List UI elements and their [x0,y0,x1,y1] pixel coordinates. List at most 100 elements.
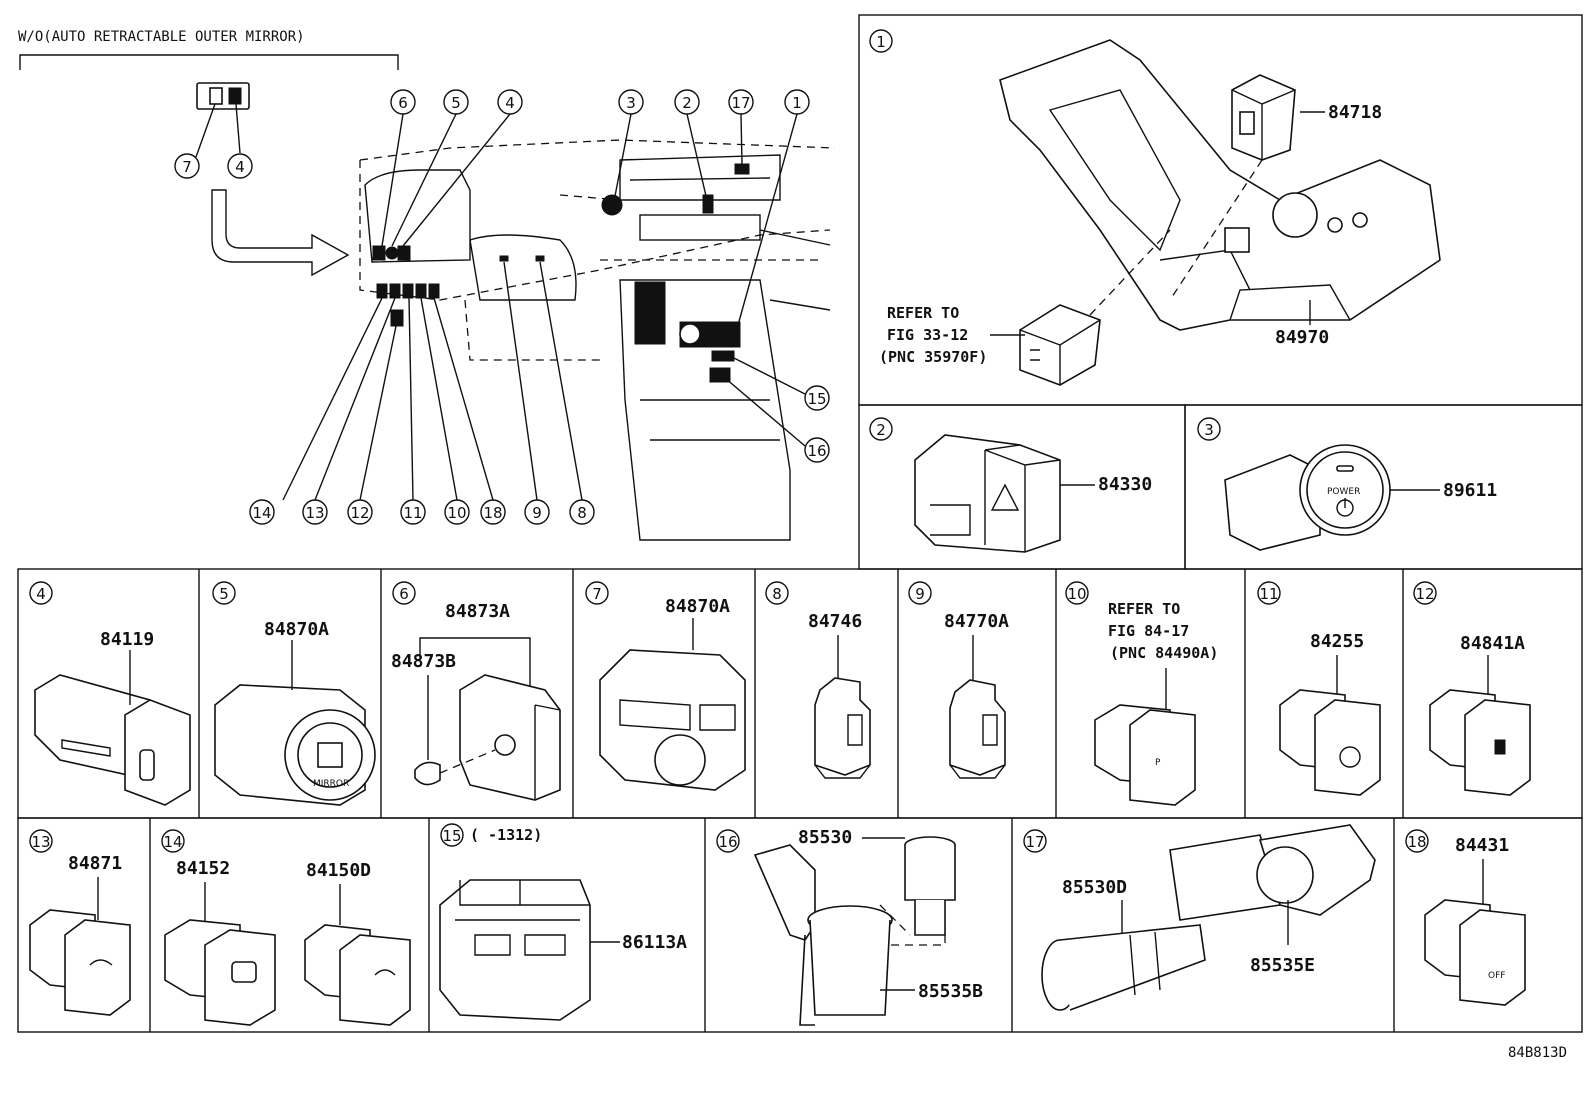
panel-4: 4 84119 [29,581,191,806]
pnc-84873a: 84873A [445,601,510,622]
svg-text:7: 7 [592,585,602,603]
connector-84746 [814,677,871,779]
callout-16: 16 [804,437,830,463]
note-p10-line3: (PNC 84490A) [1110,644,1218,662]
pnc-86113a: 86113A [622,932,687,953]
svg-text:13: 13 [31,833,50,851]
callout-6: 6 [390,89,416,115]
mirror-switch: MIRROR [214,684,376,806]
callout-4b: 4 [497,89,523,115]
panel-2: 2 84330 [869,417,1152,553]
svg-text:14: 14 [163,833,182,851]
svg-text:5: 5 [219,585,229,603]
pnc-85530: 85530 [798,827,852,848]
note-p10-line1: REFER TO [1108,600,1180,618]
pnc-85535b: 85535B [918,981,983,1002]
pnc-84119: 84119 [100,629,154,650]
socket-cover [1169,824,1376,921]
pnc-84870a-p7: 84870A [665,596,730,617]
svg-text:8: 8 [772,585,782,603]
panel-4-number: 4 [29,581,53,605]
pnc-85530d: 85530D [1062,877,1127,898]
header-note: W/O(AUTO RETRACTABLE OUTER MIRROR) [18,29,305,45]
callout-12: 12 [347,499,373,525]
callout-13: 13 [302,499,328,525]
panel-14: 14 84152 84150D [161,829,411,1026]
panel-5: 5 MIRROR 84870A [212,581,376,806]
svg-text:P: P [1155,758,1161,768]
pnc-84871: 84871 [68,853,122,874]
svg-text:12: 12 [1415,585,1434,603]
svg-text:4: 4 [505,94,515,112]
panel-7-number: 7 [585,581,609,605]
panel-8-number: 8 [765,581,789,605]
svg-text:11: 11 [403,504,422,522]
panel-3-number: 3 [1197,417,1221,441]
panel-7: 7 84870A [585,581,746,791]
svg-text:6: 6 [399,585,409,603]
callout-9: 9 [524,499,550,525]
panel-15-number: 15 [440,823,464,847]
socket-housing [753,844,893,1026]
svg-text:10: 10 [1067,585,1086,603]
callout-7: 7 [174,153,200,179]
panel-8: 8 84746 [765,581,871,779]
callout-4: 4 [227,153,253,179]
panel-5-number: 5 [212,581,236,605]
panel-12-number: 12 [1413,581,1437,605]
svg-text:5: 5 [451,94,461,112]
callout-8: 8 [569,499,595,525]
svg-text:10: 10 [447,504,466,522]
switch-86113a [439,879,591,1021]
lighter-socket [1041,924,1206,1011]
svg-text:16: 16 [807,442,826,460]
panel-1-number: 1 [869,29,893,53]
svg-text:12: 12 [350,504,369,522]
panel-13: 13 84871 [29,829,131,1016]
svg-text:2: 2 [682,94,692,112]
defogger-switch [29,909,131,1016]
dimmer-switch [34,674,191,806]
svg-text:15: 15 [442,827,461,845]
svg-text:17: 17 [731,94,750,112]
note-p1-line3: (PNC 35970F) [879,348,987,366]
mirror-label: MIRROR [313,779,349,789]
pnc-84330: 84330 [1098,474,1152,495]
off-label: OFF [1488,971,1505,981]
pnc-89611: 89611 [1443,480,1497,501]
panel-11-number: 11 [1257,581,1281,605]
note-p1-line1: REFER TO [887,304,959,322]
callout-3: 3 [618,89,644,115]
pnc-84255: 84255 [1310,631,1364,652]
svg-text:1: 1 [876,33,886,51]
svg-text:7: 7 [182,158,192,176]
panel-18: 18 84431 OFF [1405,829,1526,1006]
svg-text:18: 18 [483,504,502,522]
switch-84152 [164,919,276,1026]
pnc-84870a-p5: 84870A [264,619,329,640]
svg-text:8: 8 [577,504,587,522]
panel-12: 12 84841A [1413,581,1531,796]
power-label: POWER [1327,487,1360,497]
svg-text:1: 1 [792,94,802,112]
svg-text:3: 3 [1204,421,1214,439]
svg-text:9: 9 [532,504,542,522]
dashboard-overview [359,139,836,541]
panel-grid [17,14,1583,1033]
pnc-84746: 84746 [808,611,862,632]
panel-10: 10 REFER TO FIG 84-17 (PNC 84490A) P [1065,581,1218,806]
pnc-85535e: 85535E [1250,955,1315,976]
mirror-switch-small [196,82,250,110]
fuel-door-switch [1429,689,1531,796]
svg-text:11: 11 [1259,585,1278,603]
svg-text:3: 3 [626,94,636,112]
connector-84770a [949,679,1006,779]
svg-text:17: 17 [1025,833,1044,851]
panel-18-number: 18 [1405,829,1429,853]
svg-text:4: 4 [36,585,46,603]
svg-text:13: 13 [305,504,324,522]
panel-15: 15 ( -1312) 86113A [439,823,687,1021]
heater-switch [1279,689,1381,796]
pnc-84841a: 84841A [1460,633,1525,654]
socket-plug [904,836,956,936]
